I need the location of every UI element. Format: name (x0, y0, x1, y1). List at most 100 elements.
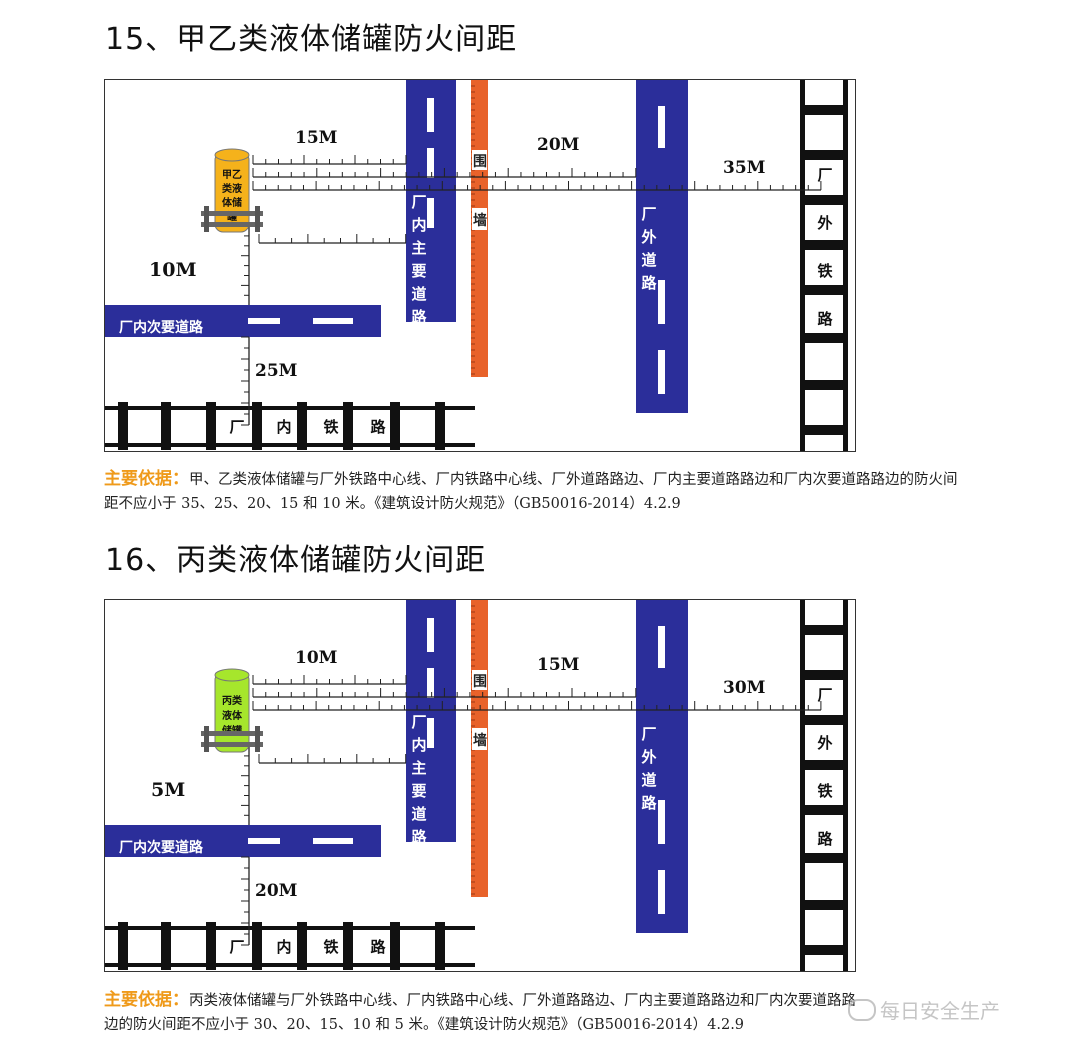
road-marking (313, 318, 353, 324)
inner-main-road-label: 厂 (411, 193, 426, 211)
road-marking (658, 800, 665, 844)
inner-rail-sleeper (206, 922, 216, 970)
distance-label-outer-road: 20M (537, 135, 580, 155)
tank-stand (204, 726, 209, 752)
outer-rail-sleeper (800, 195, 848, 205)
inner-rail-sleeper (343, 402, 353, 450)
outer-rail-sleeper (800, 240, 848, 250)
tank-stand (255, 206, 260, 232)
basis-text: 甲、乙类液体储罐与厂外铁路中心线、厂内铁路中心线、厂外道路路边、厂内主要道路路边… (104, 472, 958, 512)
outer-rail-sleeper (800, 625, 848, 635)
inner-secondary-road-label: 厂内次要道路 (119, 319, 204, 336)
inner-rail-label: 内 (276, 938, 291, 956)
wechat-icon (848, 999, 876, 1021)
outer-rail-sleeper (800, 333, 848, 343)
inner-rail-sleeper (206, 402, 216, 450)
road-marking (248, 838, 280, 844)
inner-rail-label: 铁 (323, 938, 338, 956)
outer-rail-label: 路 (817, 830, 833, 848)
inner-rail-sleeper (390, 402, 400, 450)
liquid-tank-top (214, 148, 250, 162)
outer-rail-label: 铁 (817, 782, 832, 800)
fence-label-bg (472, 208, 487, 230)
inner-rail-label: 厂 (229, 938, 244, 956)
inner-main-road-label: 内 (411, 736, 426, 754)
inner-rail-sleeper (118, 402, 128, 450)
inner-secondary-road-label: 厂内次要道路 (119, 839, 204, 856)
inner-main-road-label: 路 (411, 308, 427, 326)
fence-label-bg (472, 150, 487, 170)
outer-rail-track (800, 80, 805, 451)
tank-label: 丙类 (222, 694, 242, 707)
outer-rail-label: 铁 (817, 262, 832, 280)
outer-rail-sleeper (800, 425, 848, 435)
outer-road-label: 路 (641, 274, 657, 292)
distance-label-inner-rail: 25M (255, 361, 298, 381)
distance-label-inner-rail: 20M (255, 881, 298, 901)
inner-rail-track (105, 406, 475, 410)
road-marking (313, 838, 353, 844)
inner-rail-label: 内 (276, 418, 291, 436)
basis-paragraph: 主要依据：甲、乙类液体储罐与厂外铁路中心线、厂内铁路中心线、厂外道路路边、厂内主… (104, 467, 964, 516)
inner-rail-sleeper (161, 922, 171, 970)
outer-road-label: 道 (641, 251, 656, 269)
inner-rail-label: 厂 (229, 418, 244, 436)
inner-main-road-label: 要 (411, 782, 426, 800)
tank-stand (201, 742, 263, 747)
road-marking (427, 148, 434, 178)
tank-label: 罐 (226, 210, 237, 223)
road-marking (427, 618, 434, 652)
outer-rail-track (800, 600, 805, 971)
outer-rail-sleeper (800, 900, 848, 910)
inner-rail-track (105, 443, 475, 447)
liquid-tank-top (214, 668, 250, 682)
outer-road-label: 道 (641, 771, 656, 789)
road-marking (427, 98, 434, 132)
inner-rail-sleeper (435, 402, 445, 450)
road-marking (658, 280, 665, 324)
inner-main-road-label: 道 (411, 285, 426, 303)
road-marking (427, 718, 434, 748)
distance-label-outer-rail: 35M (723, 158, 766, 178)
inner-main-road-label: 主 (411, 239, 426, 257)
road-marking (248, 318, 280, 324)
distance-label-outer-rail: 30M (723, 678, 766, 698)
outer-rail-sleeper (800, 805, 848, 815)
fence-label: 围 (473, 154, 487, 170)
basis-lead: 主要依据： (104, 990, 189, 1010)
inner-main-road-label: 主 (411, 759, 426, 777)
inner-rail-label: 路 (370, 418, 386, 436)
inner-rail-sleeper (343, 922, 353, 970)
road-marking (658, 106, 665, 148)
inner-main-road-label: 路 (411, 828, 427, 846)
distance-label-outer-road: 15M (537, 655, 580, 675)
tank-label: 甲乙 (222, 169, 242, 181)
inner-rail-sleeper (297, 922, 307, 970)
road-marking (658, 350, 665, 394)
outer-rail-sleeper (800, 150, 848, 160)
outer-rail-sleeper (800, 715, 848, 725)
outer-road-label: 外 (640, 748, 656, 766)
inner-main-road-label: 厂 (411, 713, 426, 731)
outer-road-label: 厂 (641, 205, 656, 223)
outer-rail-label: 厂 (817, 166, 832, 184)
outer-rail-label: 厂 (817, 686, 832, 704)
outer-rail-label: 路 (817, 310, 833, 328)
fence-label: 墙 (473, 732, 487, 749)
tank-stand (201, 222, 263, 227)
road-marking (658, 626, 665, 668)
fence-label: 墙 (473, 212, 487, 229)
basis-paragraph: 主要依据：丙类液体储罐与厂外铁路中心线、厂内铁路中心线、厂外道路路边、厂内主要道… (104, 988, 864, 1037)
outer-rail-track (843, 600, 848, 971)
outer-rail-sleeper (800, 760, 848, 770)
outer-road-label: 外 (640, 228, 656, 246)
watermark: 每日安全生产 (848, 995, 1000, 1024)
tank-label: 类液 (222, 182, 242, 195)
outer-rail-label: 外 (816, 734, 832, 752)
distance-label-inner-main-road: 15M (295, 128, 338, 148)
fence-label-bg (472, 670, 487, 690)
inner-rail-sleeper (118, 922, 128, 970)
inner-rail-sleeper (390, 922, 400, 970)
inner-rail-track (105, 963, 475, 967)
tank-label: 体储 (222, 196, 242, 209)
